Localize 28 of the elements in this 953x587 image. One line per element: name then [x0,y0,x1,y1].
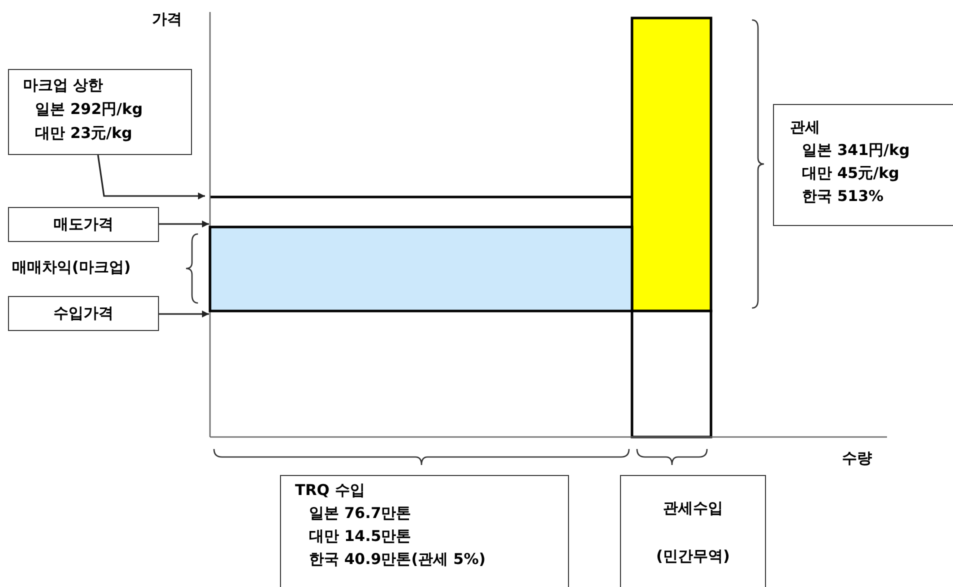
text-box [8,296,159,331]
box-text: 일본 76.7만톤 [309,503,412,524]
text-box [8,207,159,242]
brace-label: 매매차익(마크업) [12,258,131,277]
box-heading: 관세수입 [662,498,724,519]
box-text: 대만 14.5만톤 [309,526,412,547]
axis-label: 수량 [842,449,872,468]
box-text: 한국 513% [802,186,884,207]
box-text: 대만 23元/kg [35,123,132,144]
margin-band [208,226,634,312]
leader-arrow [159,310,209,318]
box-heading: 관세 [790,117,820,138]
text-box [620,475,766,587]
box-heading: TRQ 수입 [295,480,365,501]
box-heading: 매도가격 [52,214,114,235]
box-heading: 마크업 상한 [23,75,104,96]
box-text: (민간무역) [655,546,731,567]
text-box [8,69,192,155]
box-heading: 수입가격 [52,303,114,324]
box-text: 한국 40.9만톤(관세 5%) [309,549,486,570]
axis-label: 가격 [152,10,182,29]
text-box [280,475,569,587]
box-text: 대만 45元/kg [802,163,900,184]
box-text: 일본 341円/kg [802,140,910,161]
box-text: 일본 292円/kg [35,99,143,120]
text-box [773,104,953,226]
leader-arrow [97,154,205,200]
leader-arrow [159,220,209,228]
